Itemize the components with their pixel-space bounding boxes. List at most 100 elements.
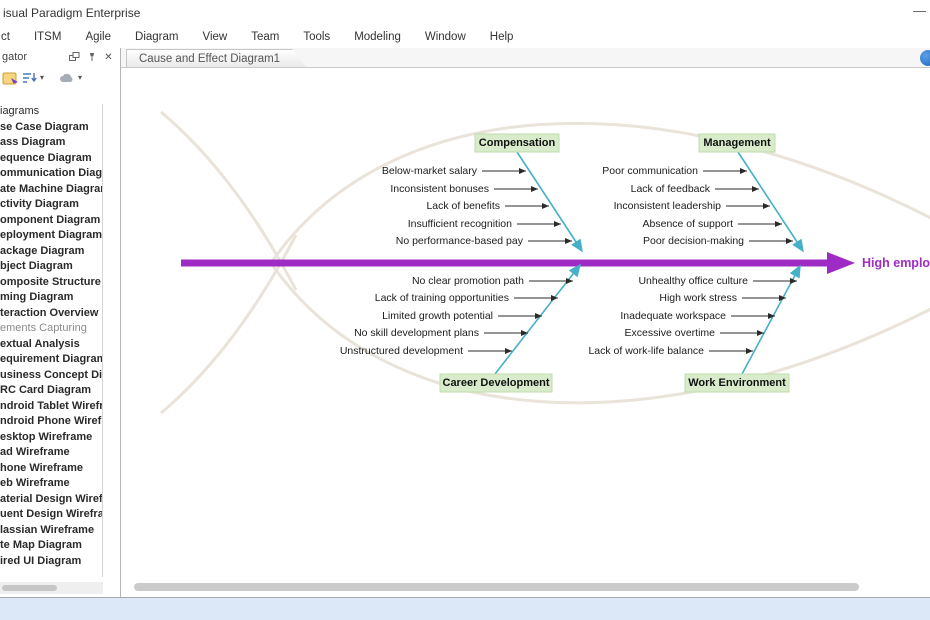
minimize-button[interactable]: — (913, 3, 926, 18)
canvas-body[interactable]: High employe Compensation Management Car… (121, 68, 930, 597)
menu-item[interactable]: Team (251, 30, 280, 43)
tree-item[interactable]: lassian Wireframe (0, 523, 95, 536)
category-label[interactable]: Work Environment (688, 377, 786, 389)
tree-item[interactable]: uent Design Wirefra (0, 508, 102, 520)
cause-label[interactable]: Unhealthy office culture (638, 275, 748, 287)
category-label[interactable]: Management (703, 137, 771, 149)
tree-item[interactable]: RC Card Diagram (0, 384, 92, 396)
tree-item[interactable]: ate Machine Diagram (0, 182, 102, 195)
close-icon[interactable]: ✕ (104, 51, 113, 63)
tree-item[interactable]: ndroid Tablet Wirefra (0, 399, 102, 412)
cause-label[interactable]: Below-market salary (382, 165, 478, 177)
tree-item[interactable]: ming Diagram (0, 291, 74, 303)
menu-item[interactable]: Help (489, 30, 514, 43)
tab-bar: Cause and Effect Diagram1 (121, 48, 930, 68)
tree-item[interactable]: aterial Design Wirefr (0, 492, 102, 505)
tree-item[interactable]: eb Wireframe (0, 477, 70, 489)
status-bar (0, 598, 930, 620)
tree-item[interactable]: iagrams (0, 105, 40, 117)
tree-item[interactable]: ctivity Diagram (0, 198, 79, 210)
bone-management[interactable] (737, 151, 804, 253)
sort-icon[interactable] (22, 69, 37, 87)
cause-label[interactable]: Absence of support (643, 218, 734, 230)
cause-label[interactable]: No skill development plans (354, 327, 479, 339)
panel-header: gator ✕ (0, 48, 120, 66)
category-box-management[interactable] (698, 133, 776, 153)
tab-cause-and-effect-diagram[interactable]: Cause and Effect Diagram1 (126, 49, 306, 67)
tree-item[interactable]: equence Diagram (0, 151, 92, 164)
tree-item[interactable]: ackage Diagram (0, 244, 85, 257)
tree-item[interactable]: equirement Diagram (0, 353, 102, 365)
causes-career-development: No clear promotion path Lack of training… (340, 275, 573, 357)
cause-label[interactable]: Lack of work-life balance (588, 345, 704, 357)
tree-item[interactable]: bject Diagram (0, 260, 73, 272)
bone-work-environment[interactable] (741, 264, 801, 375)
menu-item[interactable]: View (202, 30, 228, 43)
bone-compensation[interactable] (516, 151, 583, 253)
zoom-control-icon[interactable] (920, 50, 930, 66)
diagram-type-tree: iagrams se Case Diagram ass Diagram equence… (0, 104, 103, 577)
cause-label[interactable]: Unstructured development (340, 345, 463, 357)
model-cloud-icon[interactable] (59, 69, 75, 87)
tree-item[interactable]: eployment Diagram (0, 229, 102, 241)
panel-window-buttons: ✕ (69, 52, 114, 63)
category-box-work-environment[interactable] (684, 373, 790, 393)
float-window-icon[interactable] (69, 52, 80, 63)
tree-item[interactable]: omposite Structure D (0, 275, 102, 288)
tree-item[interactable]: extual Analysis (0, 337, 80, 350)
menu-item[interactable]: Window (424, 30, 466, 43)
pin-icon[interactable] (86, 52, 97, 63)
menu-item[interactable]: ITSM (33, 30, 62, 43)
cause-label[interactable]: Lack of benefits (426, 200, 500, 212)
cause-label[interactable]: Limited growth potential (382, 310, 493, 322)
cause-label[interactable]: High work stress (659, 292, 737, 304)
category-box-career-development[interactable] (439, 373, 553, 393)
cause-label[interactable]: Lack of feedback (631, 183, 711, 195)
chevron-down-icon[interactable]: ▾ (78, 73, 83, 82)
cause-label[interactable]: Poor communication (602, 165, 698, 177)
diagram-navigator-panel: gator ✕ ▾ (0, 48, 120, 597)
tree-item[interactable]: ass Diagram (0, 136, 66, 148)
cause-label[interactable]: No clear promotion path (412, 275, 524, 287)
cause-label[interactable]: Lack of training opportunities (375, 292, 509, 304)
tree-item[interactable]: omponent Diagram (0, 213, 101, 226)
new-diagram-icon[interactable] (2, 69, 19, 87)
tree-item[interactable]: teraction Overview (0, 306, 99, 319)
tree-item[interactable]: ad Wireframe (0, 446, 70, 458)
title-bar: isual Paradigm Enterprise — (0, 0, 930, 25)
cause-label[interactable]: Inconsistent leadership (614, 200, 722, 212)
cause-label[interactable]: Inadequate workspace (620, 310, 726, 322)
tab-label: Cause and Effect Diagram1 (139, 52, 281, 65)
tree-item[interactable]: hone Wireframe (0, 461, 84, 474)
panel-horizontal-scrollbar[interactable] (0, 582, 103, 594)
menu-item[interactable]: Diagram (135, 30, 179, 43)
diagram-canvas-area: Cause and Effect Diagram1 (120, 48, 930, 597)
cause-label[interactable]: Poor decision-making (643, 235, 744, 247)
tree-item[interactable]: se Case Diagram (0, 120, 89, 133)
panel-toolbar: ▾ ▾ (0, 66, 120, 90)
menu-item[interactable]: Tools (303, 30, 331, 43)
tree-item[interactable]: ements Capturing (0, 322, 87, 334)
chevron-down-icon[interactable]: ▾ (40, 73, 45, 82)
tree-item[interactable]: esktop Wireframe (0, 430, 93, 443)
menu-item[interactable]: Modeling (354, 30, 401, 43)
cause-label[interactable]: Insufficient recognition (408, 218, 512, 230)
menu-item[interactable]: ct (1, 30, 10, 43)
tree-item[interactable]: ndroid Phone Wirefra (0, 415, 102, 427)
scrollbar-thumb[interactable] (2, 585, 57, 591)
cause-label[interactable]: Inconsistent bonuses (390, 183, 489, 195)
category-label[interactable]: Career Development (443, 377, 550, 389)
tree-item[interactable]: ommunication Diagra (0, 167, 102, 179)
tree-item[interactable]: te Map Diagram (0, 539, 82, 551)
tree-item[interactable]: usiness Concept Diag (0, 368, 102, 381)
cause-label[interactable]: No performance-based pay (396, 235, 524, 247)
effect-label[interactable]: High employe (862, 256, 930, 270)
menu-item[interactable]: Agile (85, 30, 112, 43)
horizontal-scrollbar[interactable] (134, 583, 859, 591)
cause-label[interactable]: Excessive overtime (625, 327, 716, 339)
panel-title: gator (2, 51, 28, 63)
bone-career-development[interactable] (494, 263, 581, 375)
category-label[interactable]: Compensation (479, 137, 556, 149)
tree-item[interactable]: ired UI Diagram (0, 554, 82, 567)
category-box-compensation[interactable] (474, 133, 560, 153)
